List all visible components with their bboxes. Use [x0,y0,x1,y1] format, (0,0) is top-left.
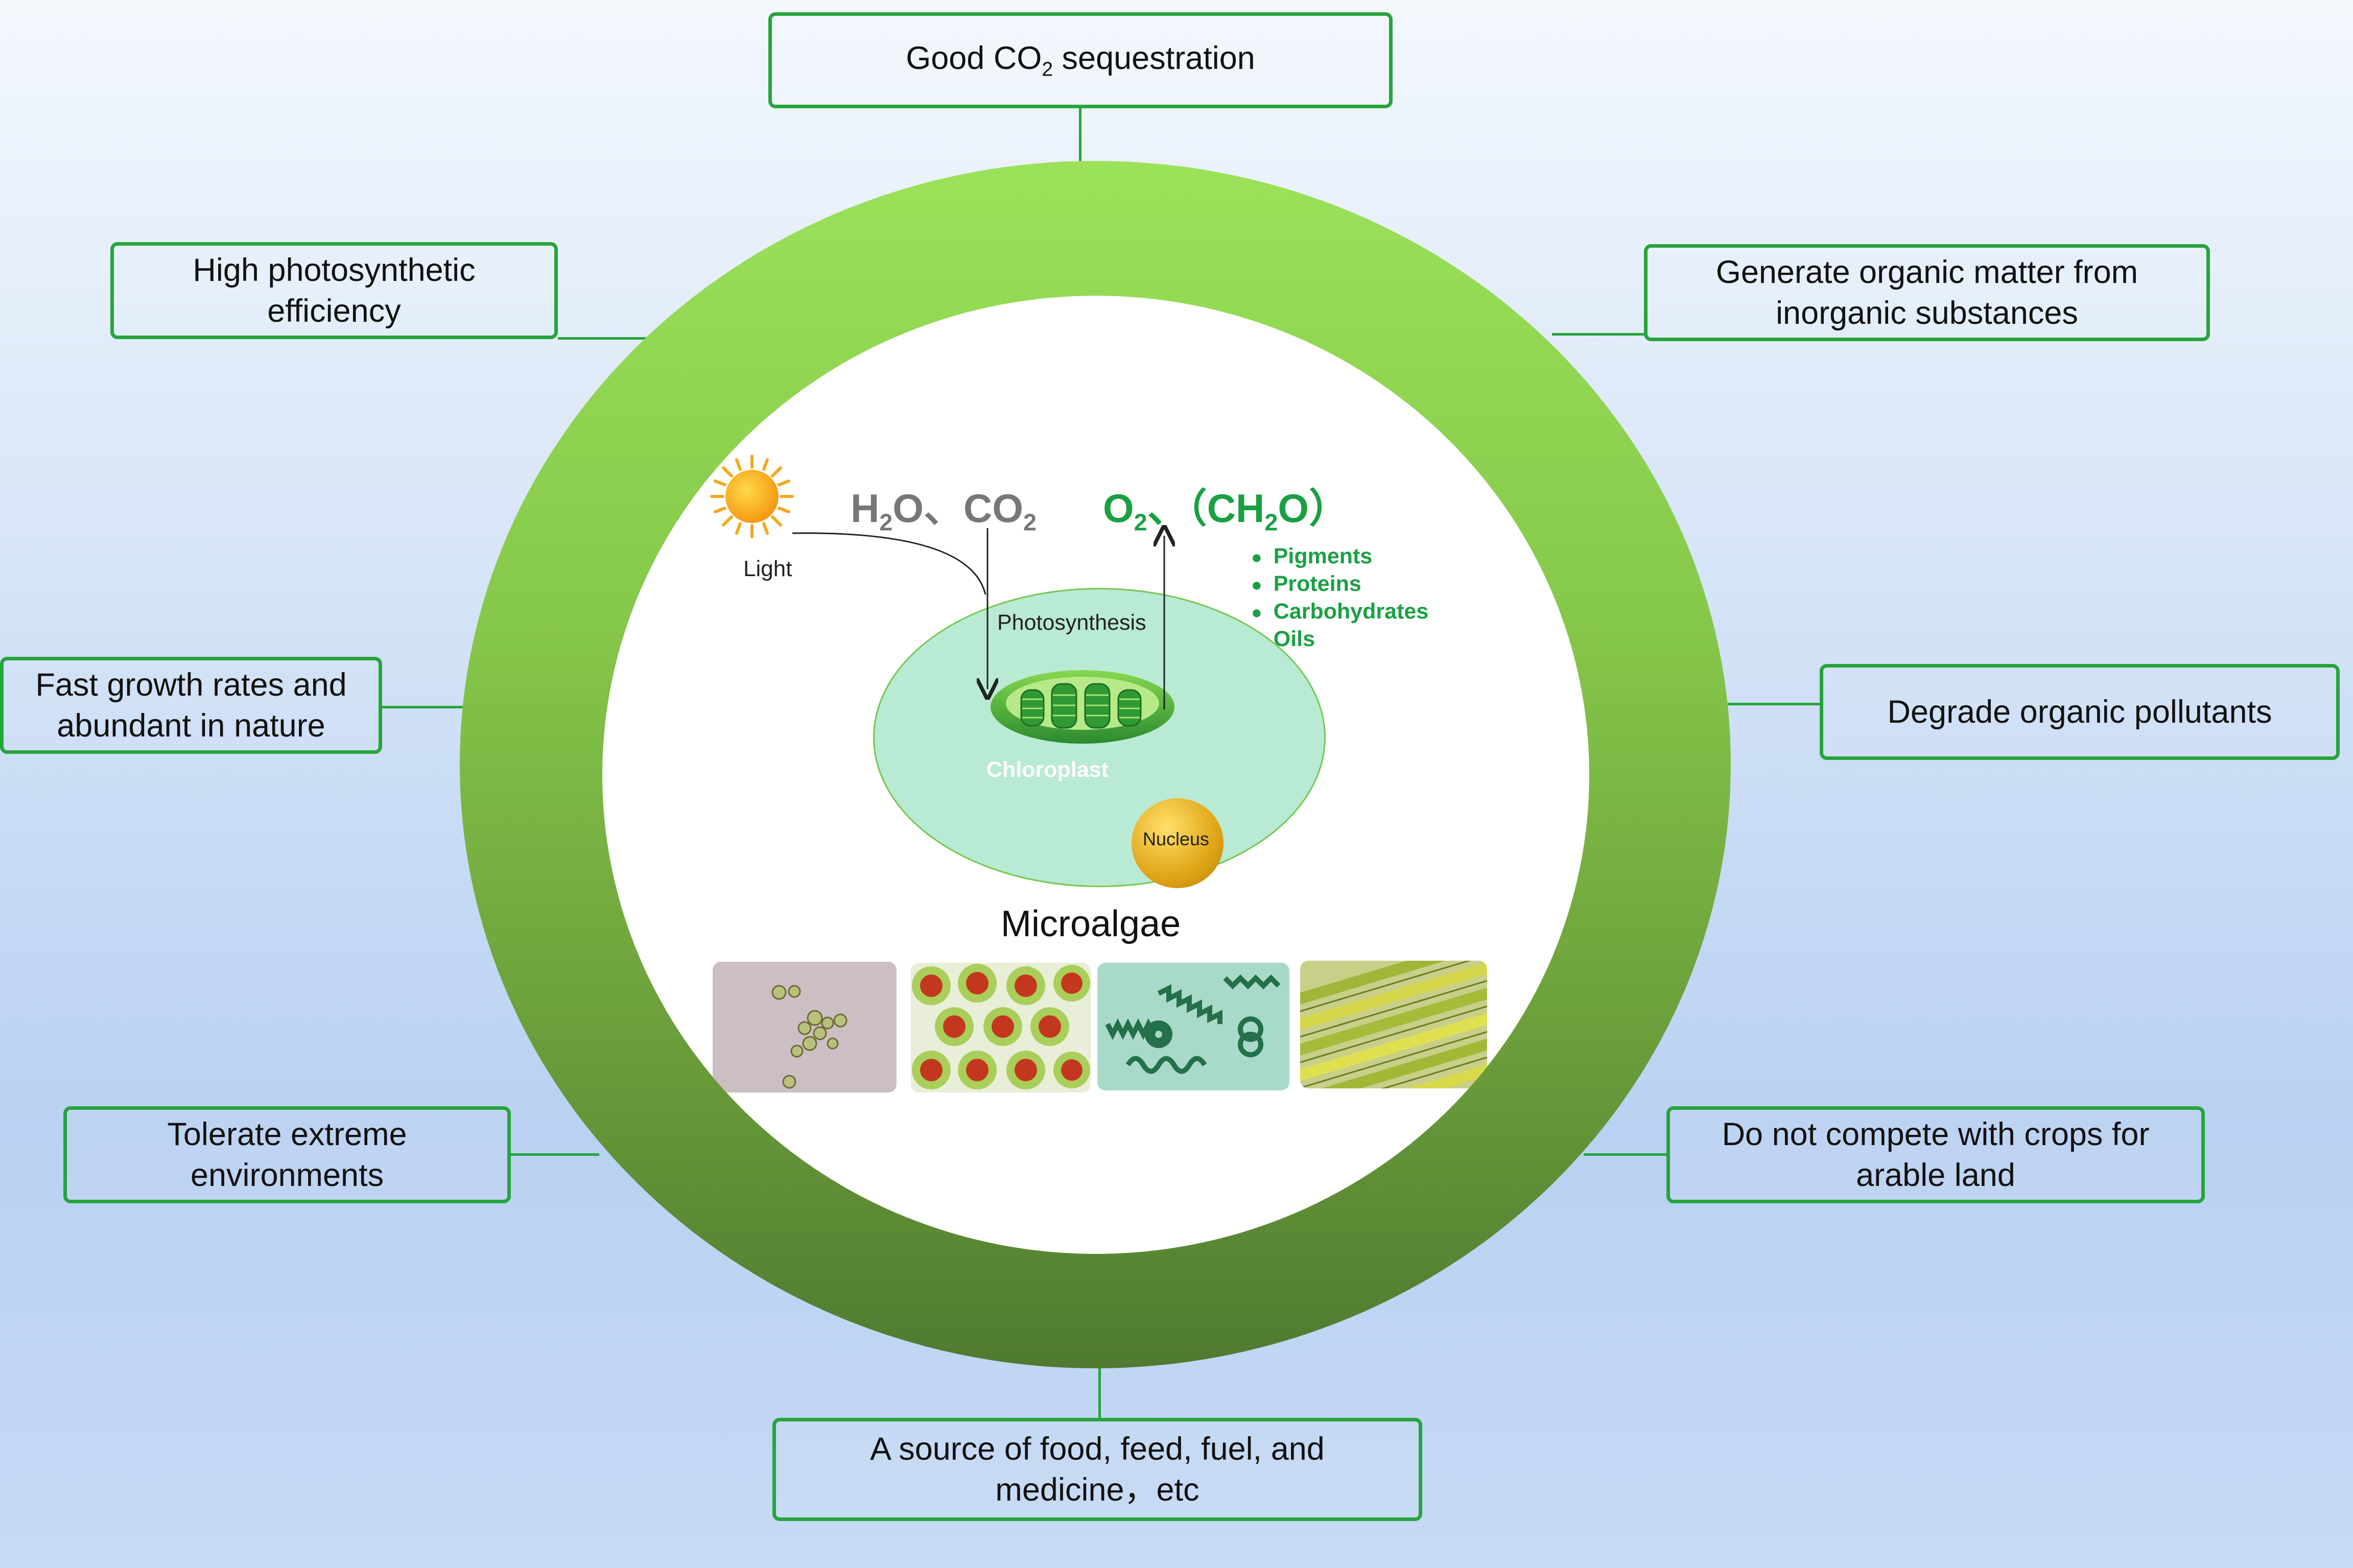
product-carbohydrates: Carbohydrates [1251,598,1428,626]
chloroplast-label: Chloroplast [986,757,1109,782]
connector-low-left [509,1153,599,1156]
microalgae-image-2 [911,963,1091,1092]
chloroplast-icon [991,670,1174,744]
box-line: Do not compete with crops for [1722,1116,2150,1152]
connector-mid-right [1728,703,1821,705]
nucleus: Nucleus [1132,798,1223,888]
box-arable-land: Do not compete with crops for arable land [1666,1106,2205,1203]
co2-post: sequestration [1053,40,1255,77]
connector-mid-left [382,706,464,708]
co2-sequestration-text: Good CO2 sequestration [906,38,1255,82]
connector-low-right [1584,1153,1668,1156]
box-line: High photosynthetic [193,252,476,288]
co-sub: 2 [1023,509,1037,536]
product-oils: Oils [1251,626,1428,653]
box-food-feed-fuel: A source of food, feed, fuel, and medicin… [772,1418,1422,1521]
box-line: environments [190,1157,384,1193]
box-line: arable land [1856,1157,2015,1193]
box-line: medicine，etc [995,1472,1199,1508]
box-line: Generate organic matter from [1715,254,2138,290]
box-organic-matter: Generate organic matter from inorganic su… [1644,244,2210,341]
h-sub: 2 [879,509,893,536]
products-formula: O2、（CH2O） [1103,477,1349,536]
o-text: O [1103,486,1134,531]
product-pigments: Pigments [1251,543,1428,571]
microalgae-image-1 [713,962,897,1092]
connector-bottom [1098,1361,1101,1418]
sep-text: 、 [1147,486,1187,531]
photosynthesis-arrows [792,296,1589,709]
reactants-formula: H2O、CO2 [851,477,1037,536]
box-line: efficiency [267,293,401,329]
photosynthesis-label: Photosynthesis [997,610,1146,635]
box-line: A source of food, feed, fuel, and [870,1431,1325,1467]
ch-end-text: O） [1278,486,1349,531]
co2-sub: 2 [1042,58,1053,81]
box-line: inorganic substances [1776,295,2078,331]
box-line: Degrade organic pollutants [1887,694,2272,730]
microalgae-panel: Light H2O、CO2 O2、（CH2O） Pigments Protein… [602,296,1589,1254]
o-co-text: O、CO [892,486,1024,531]
connector-top-right [1552,333,1644,336]
microalgae-image-4 [1300,961,1487,1088]
microalgae-image-3 [1097,963,1289,1090]
box-co2-sequestration: Good CO2 sequestration [768,12,1393,108]
sun-icon [710,455,794,538]
o-sub: 2 [1134,509,1147,536]
box-photosynthetic-efficiency: High photosynthetic efficiency [110,242,558,339]
light-label: Light [743,556,792,581]
box-fast-growth: Fast growth rates and abundant in nature [0,657,382,754]
h-text: H [851,486,880,531]
box-line: Fast growth rates and [35,667,347,703]
connector-top-left [558,337,647,340]
nucleus-label: Nucleus [1142,828,1210,849]
connector-top [1079,108,1081,162]
box-extreme-environments: Tolerate extreme environments [63,1106,511,1203]
co2-pre: Good CO [906,40,1042,77]
ch-sub: 2 [1264,509,1278,536]
box-line: Tolerate extreme [167,1116,407,1152]
box-degrade-pollutants: Degrade organic pollutants [1820,664,2340,760]
product-proteins: Proteins [1251,571,1428,598]
ch-text: （CH [1187,486,1265,531]
microalgae-title: Microalgae [1001,904,1181,944]
products-list: Pigments Proteins Carbohydrates Oils [1251,543,1428,653]
box-line: abundant in nature [57,708,325,744]
